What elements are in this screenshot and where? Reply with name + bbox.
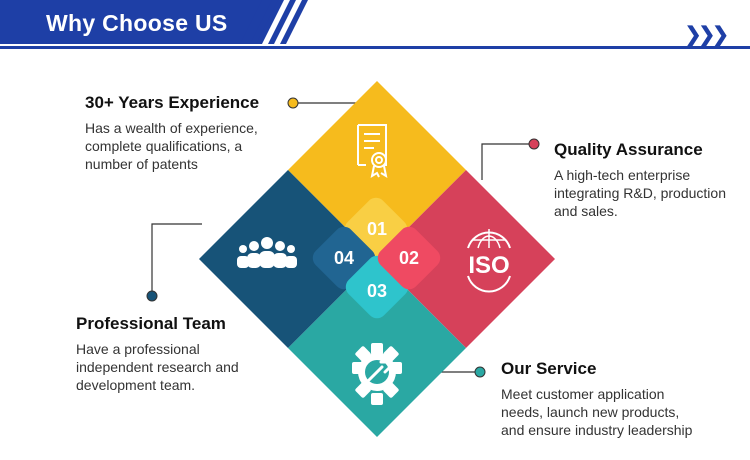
feature-team-desc: Have a professional independent research… <box>76 341 239 393</box>
feature-service-title: Our Service <box>501 359 597 378</box>
iso-label: ISO <box>468 252 509 279</box>
iso-icon: ISO <box>467 229 511 293</box>
number-04: 04 <box>334 248 354 268</box>
page-title: Why Choose US <box>46 10 228 36</box>
gear-wrench-icon <box>352 343 402 405</box>
service-dot <box>474 366 486 378</box>
quality-dot <box>528 138 540 150</box>
inner-diamond-02 <box>377 226 441 290</box>
triple-chevron-right-icon[interactable]: ❯❯❯ <box>684 24 729 46</box>
header-graphic <box>0 0 750 49</box>
certificate-icon <box>357 124 388 179</box>
number-03: 03 <box>367 281 387 301</box>
feature-team: Professional Team Have a professional in… <box>76 314 239 394</box>
feature-experience: 30+ Years Experience Has a wealth of exp… <box>85 93 259 173</box>
team-dot <box>146 290 158 302</box>
number-01: 01 <box>367 219 387 239</box>
feature-experience-title: 30+ Years Experience <box>85 93 260 112</box>
feature-service: Our Service Meet customer application ne… <box>501 359 692 439</box>
feature-quality: Quality Assurance A high-tech enterprise… <box>554 140 726 220</box>
feature-service-desc: Meet customer application needs, launch … <box>501 386 693 438</box>
experience-dot <box>287 97 299 109</box>
feature-team-title: Professional Team <box>76 314 226 333</box>
number-02: 02 <box>399 248 419 268</box>
feature-quality-title: Quality Assurance <box>554 140 703 159</box>
header-bar: Why Choose US ❯❯❯ <box>0 0 750 52</box>
feature-quality-desc: A high-tech enterprise integrating R&D, … <box>554 167 726 219</box>
feature-experience-desc: Has a wealth of experience, complete qua… <box>85 120 258 172</box>
team-icon <box>237 237 297 268</box>
